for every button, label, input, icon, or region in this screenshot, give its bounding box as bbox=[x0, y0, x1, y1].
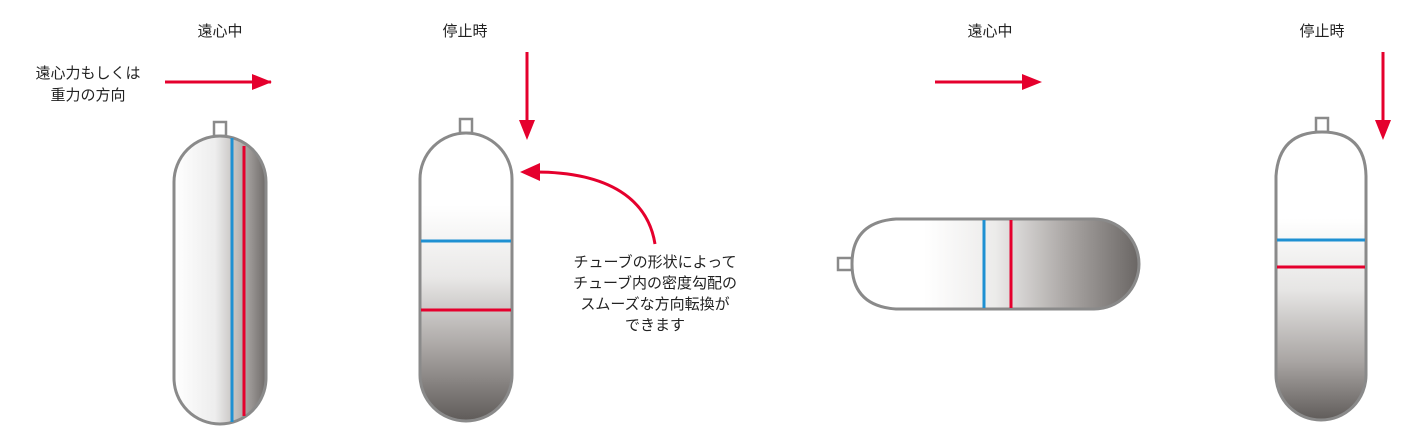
tube-1-body bbox=[172, 134, 268, 426]
annotation-curved-arrow-head bbox=[520, 163, 540, 181]
tube-4-cap bbox=[1314, 116, 1330, 134]
tube-4-body bbox=[1274, 130, 1368, 422]
annotation-line-4: できます bbox=[624, 316, 685, 334]
arrow-right-1-head bbox=[252, 74, 272, 90]
annotation-line-1: チューブの形状によって bbox=[573, 253, 737, 271]
annotation-curved-arrow bbox=[534, 170, 657, 245]
panel-4-state-label: 停止時 bbox=[1299, 22, 1345, 40]
tube-2-stopped bbox=[418, 117, 514, 423]
tube-1-cap bbox=[212, 120, 228, 138]
panel-1-state-label: 遠心中 bbox=[197, 22, 243, 40]
annotation-line-2: チューブ内の密度勾配の bbox=[572, 274, 738, 292]
annotation-line-3: スムーズな方向転換が bbox=[580, 295, 730, 313]
tube-2-cap bbox=[458, 117, 474, 135]
tube-3-body bbox=[850, 217, 1141, 311]
force-direction-line-2: 重力の方向 bbox=[50, 86, 126, 104]
tube-2-body bbox=[418, 131, 514, 423]
tube-4-stopped bbox=[1274, 116, 1368, 422]
annotation-text: チューブの形状によって チューブ内の密度勾配の スムーズな方向転換が できます bbox=[545, 252, 765, 336]
arrow-down-4-head bbox=[1375, 120, 1391, 140]
tube-3-cap bbox=[836, 256, 854, 272]
tube-3-spinning bbox=[836, 217, 1141, 311]
panel-3-state-label: 遠心中 bbox=[967, 22, 1013, 40]
force-direction-line-1: 遠心力もしくは bbox=[35, 64, 141, 82]
arrow-right-3-head bbox=[1022, 74, 1042, 90]
panel-2-state-label: 停止時 bbox=[442, 22, 488, 40]
arrow-down-2-head bbox=[519, 120, 535, 140]
tube-1-spinning bbox=[172, 120, 268, 426]
force-direction-label: 遠心力もしくは 重力の方向 bbox=[18, 62, 158, 106]
